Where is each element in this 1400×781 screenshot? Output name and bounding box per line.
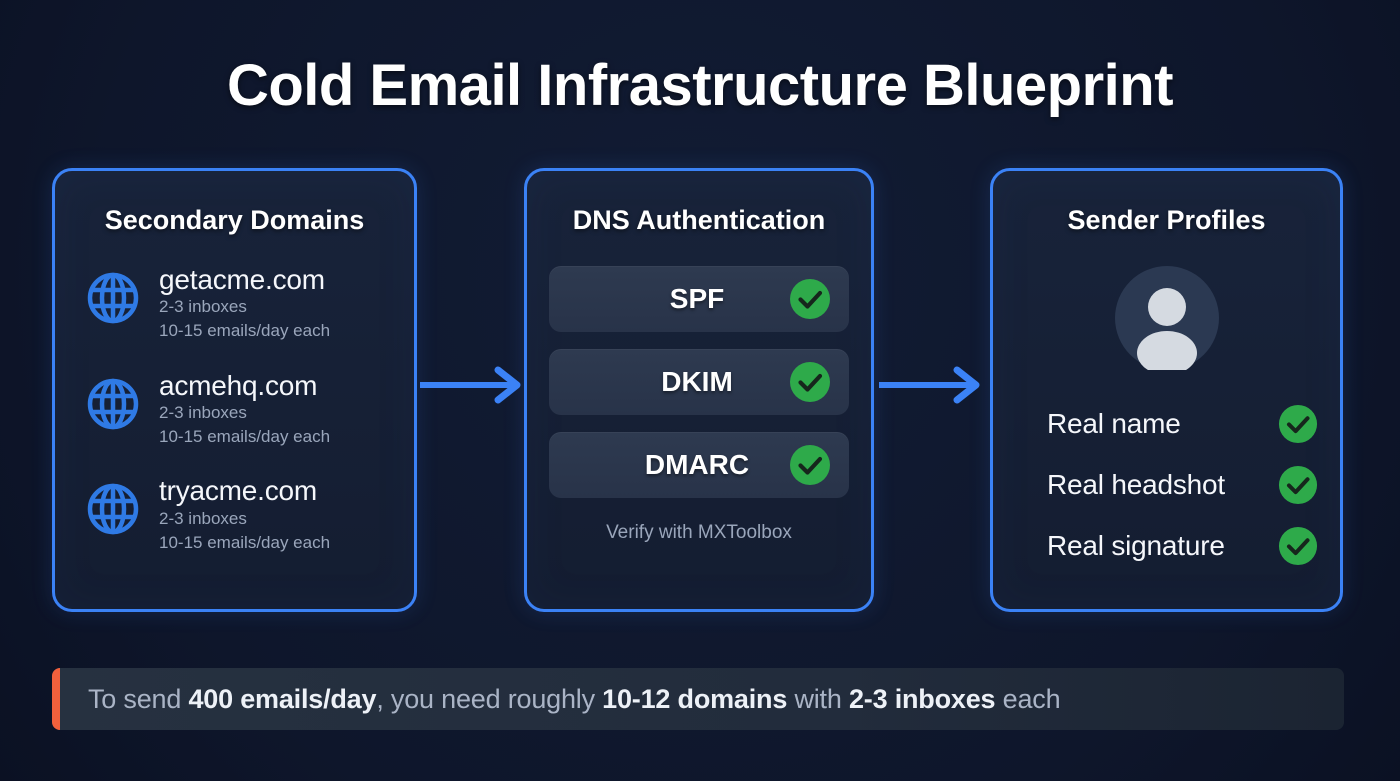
dns-record-label: DMARC [644,449,750,480]
profile-item-label: Real name [1047,408,1181,439]
check-circle-icon [1278,404,1318,444]
card-title-secondary-domains: Secondary Domains [104,205,365,235]
list-item: acmehq.com 2-3 inboxes 10-15 emails/day … [85,370,396,450]
dns-record-label: DKIM [661,366,733,397]
arrow-right-icon [420,365,526,410]
banner-text: To send 400 emails/day, you need roughly… [52,683,1061,715]
list-item: getacme.com 2-3 inboxes 10-15 emails/day… [85,264,396,344]
check-circle-icon [1278,526,1318,566]
card-sender-profiles: Sender Profiles Real name [990,168,1343,612]
dns-record-row-dmarc: DMARC [549,432,849,498]
domain-inboxes: 2-3 inboxes [159,402,247,422]
check-circle-icon [1278,465,1318,505]
check-circle-icon [789,444,831,486]
list-item: Real headshot [1047,461,1318,509]
dns-verify-note: Verify with MXToolbox [606,522,792,543]
list-item: Real name [1047,400,1318,448]
user-avatar-icon [1114,266,1219,370]
arrow-right-icon [879,365,985,410]
avatar [993,266,1340,370]
banner-segment: with [787,683,849,714]
domain-volume: 10-15 emails/day each [159,532,331,552]
check-circle-icon [789,361,831,403]
domain-volume: 10-15 emails/day each [159,427,331,447]
domain-name: tryacme.com [159,475,318,507]
globe-icon [85,376,141,437]
summary-banner: To send 400 emails/day, you need roughly… [52,668,1344,730]
domain-inboxes: 2-3 inboxes [159,297,247,317]
domain-list: getacme.com 2-3 inboxes 10-15 emails/day… [55,264,414,555]
banner-segment-bold: 10-12 domains [602,683,788,714]
globe-icon [85,481,141,542]
banner-segment: each [995,683,1061,714]
banner-accent-bar [52,668,60,730]
check-circle-icon [789,278,831,320]
domain-name: getacme.com [159,264,325,295]
banner-segment-bold: 2-3 inboxes [848,683,996,714]
dns-record-row-spf: SPF [549,266,849,332]
dns-record-row-dkim: DKIM [549,349,849,415]
dns-record-list: SPF DKIM [527,266,871,498]
card-title-dns-authentication: DNS Authentication [572,205,826,235]
domain-volume: 10-15 emails/day each [159,321,331,341]
card-title-sender-profiles: Sender Profiles [1067,205,1266,235]
profile-item-label: Real signature [1047,530,1225,561]
banner-segment: To send [88,683,189,714]
list-item: Real signature [1047,522,1318,570]
banner-segment-bold: 400 emails/day [188,683,377,714]
domain-name: acmehq.com [159,369,318,401]
profile-item-label: Real headshot [1047,469,1225,500]
cards-row: Secondary Domains getacme.com [0,168,1400,612]
globe-icon [85,270,141,331]
dns-record-label: SPF [669,283,725,314]
domain-inboxes: 2-3 inboxes [159,508,247,528]
page-title: Cold Email Infrastructure Blueprint [226,53,1174,118]
banner-segment: , you need roughly [376,683,603,714]
sender-profile-checklist: Real name Real headshot [993,400,1340,570]
card-secondary-domains: Secondary Domains getacme.com [52,168,417,612]
card-dns-authentication: DNS Authentication SPF DKIM [524,168,874,612]
list-item: tryacme.com 2-3 inboxes 10-15 emails/day… [85,475,396,555]
